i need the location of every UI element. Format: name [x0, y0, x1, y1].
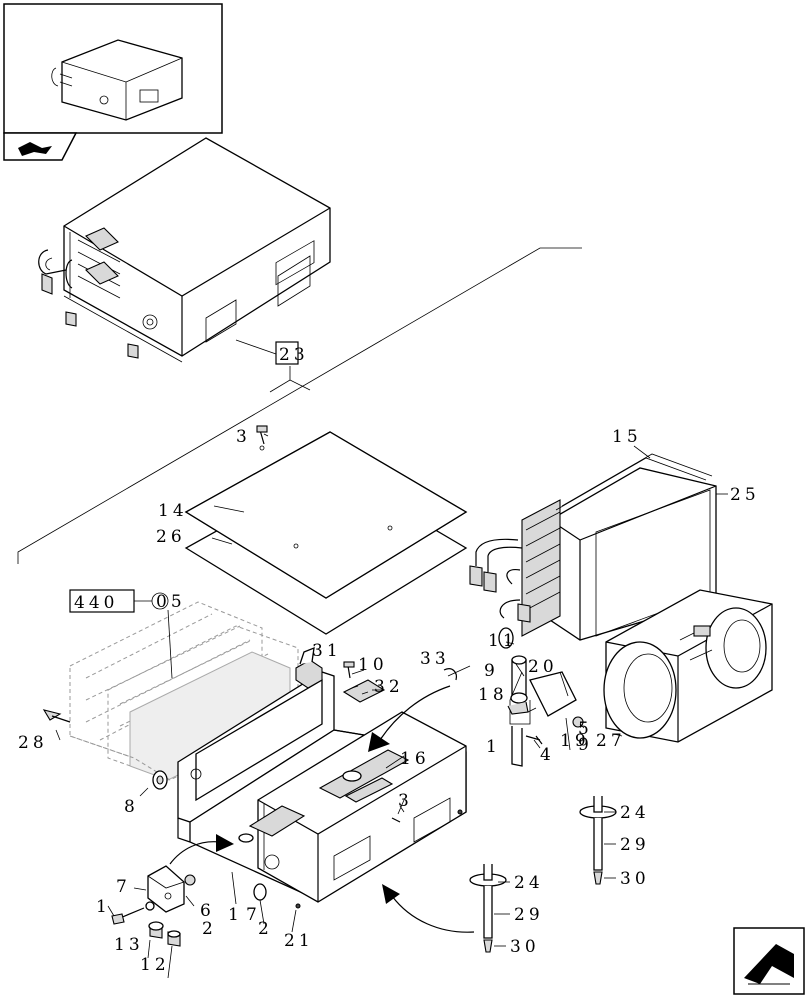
assembled-heater-unit: [38, 137, 331, 363]
callout-numbers: 15 25 3 14 26 31 33 10 32 11 9 20 18 1 4…: [18, 427, 760, 975]
assembly-arrows: [169, 685, 475, 933]
callout-12: 12: [140, 955, 170, 975]
callout-10: 10: [358, 655, 388, 675]
callout-1-left: 1: [96, 897, 111, 917]
callout-32: 32: [374, 677, 404, 697]
callout-3-housing: 3: [398, 791, 413, 811]
callout-9-upper: 9: [484, 661, 499, 681]
callout-13: 13: [114, 935, 144, 955]
callout-30-center: 30: [510, 937, 540, 957]
forward-arrow-icon: [744, 944, 794, 984]
expansion-valve-parts: [111, 865, 267, 947]
callout-15: 15: [612, 427, 642, 447]
callout-19: 19: [560, 731, 590, 751]
callout-30-right: 30: [620, 869, 650, 889]
callout-2-left: 2: [202, 919, 217, 939]
drain-tube-center: [469, 864, 507, 953]
callout-20: 20: [528, 657, 558, 677]
callout-11: 11: [488, 631, 518, 651]
callout-1-valve: 1: [486, 737, 501, 757]
callout-29-center: 29: [514, 905, 544, 925]
callout-14: 14: [158, 501, 188, 521]
main-housing: [177, 671, 467, 909]
callout-2-bottom: 2: [258, 919, 273, 939]
leader-lines: [55, 433, 728, 979]
callout-7-left: 7: [116, 877, 131, 897]
reference-box-440: 440 05: [69, 589, 186, 679]
reference-label-05: 05: [156, 592, 186, 612]
callout-26: 26: [156, 527, 186, 547]
reference-box-23: 23: [235, 339, 311, 393]
callout-8: 8: [124, 797, 139, 817]
heater-core: [469, 453, 717, 641]
valve-assembly: [498, 627, 584, 767]
callout-27: 27: [596, 731, 626, 751]
filter-panels: [42, 601, 299, 781]
callout-29-right: 29: [620, 835, 650, 855]
reference-label-440: 440: [74, 593, 118, 613]
callout-5: 5: [578, 719, 593, 739]
callout-6: 6: [200, 901, 215, 921]
part-16-seal: [344, 777, 394, 803]
assembly-guide-line: [17, 247, 582, 564]
callout-4: 4: [540, 745, 555, 765]
callout-3-top: 3: [236, 427, 251, 447]
callout-28: 28: [18, 733, 48, 753]
callout-7-bottom: 7: [246, 905, 261, 925]
thumbnail-inset: [3, 3, 223, 161]
callout-25: 25: [730, 485, 760, 505]
cover-plates: [184, 425, 468, 635]
callout-16: 16: [400, 749, 430, 769]
reference-label-23: 23: [279, 345, 309, 365]
callout-18: 18: [478, 685, 508, 705]
grommet-8: [152, 770, 168, 790]
callout-1-bottom: 1: [228, 905, 243, 925]
drain-tube-right: [579, 796, 617, 885]
next-page-nav[interactable]: [733, 927, 805, 995]
blower-assembly: [603, 589, 773, 743]
callout-9-lower: 9: [578, 735, 593, 755]
callout-24-right: 24: [620, 803, 650, 823]
callout-24-center: 24: [514, 873, 544, 893]
screw-3: [391, 817, 401, 823]
callout-31: 31: [312, 641, 342, 661]
callout-33: 33: [420, 649, 450, 669]
back-arrow-icon: [18, 142, 52, 156]
mounting-brackets: [295, 646, 457, 703]
callout-21: 21: [284, 931, 314, 951]
